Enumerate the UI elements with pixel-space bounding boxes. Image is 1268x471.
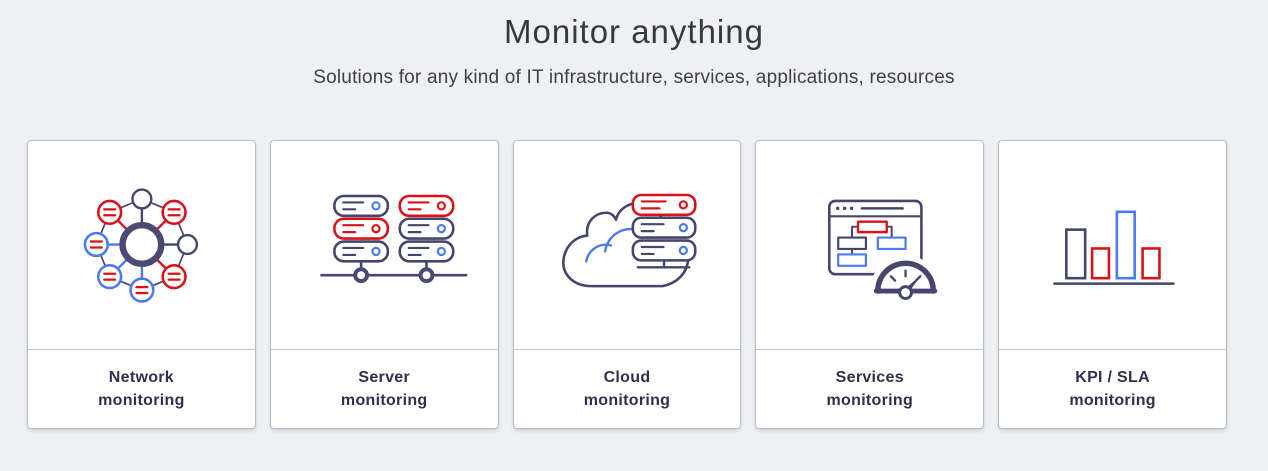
card-label: Services monitoring (756, 350, 983, 428)
card-label: Network monitoring (28, 350, 255, 428)
card-label-line2: monitoring (1069, 392, 1156, 409)
cloud-icon (561, 193, 697, 288)
bar-chart-icon (1053, 210, 1175, 285)
card-network-monitoring[interactable]: Network monitoring (27, 140, 256, 429)
card-label-line1: Server (358, 369, 410, 386)
card-label-line1: Cloud (603, 369, 651, 386)
card-label-line2: monitoring (583, 392, 671, 409)
card-icon-area (756, 141, 984, 350)
card-services-monitoring[interactable]: Services monitoring (755, 140, 985, 429)
card-kpi-sla-monitoring[interactable]: KPI / SLA monitoring (998, 140, 1227, 429)
page-subtitle: Solutions for any kind of IT infrastruct… (313, 67, 955, 88)
card-icon-area (270, 141, 498, 350)
card-label-line2: monitoring (340, 392, 428, 409)
card-label-line1: KPI / SLA (1075, 369, 1150, 386)
card-label-line1: Network (108, 369, 175, 386)
card-icon-area (28, 141, 255, 350)
network-icon (83, 188, 199, 303)
card-label-line2: monitoring (98, 392, 185, 409)
card-icon-area (513, 141, 741, 350)
solution-cards-row: Network monitoring (0, 140, 1268, 429)
page-header: Monitor anything Solutions for any kind … (0, 0, 1268, 91)
card-server-monitoring[interactable]: Server monitoring (269, 140, 499, 429)
card-label-line2: monitoring (826, 392, 914, 409)
services-icon (828, 199, 942, 327)
card-label: Cloud monitoring (514, 350, 741, 428)
card-cloud-monitoring[interactable]: Cloud monitoring (512, 140, 742, 429)
card-label: KPI / SLA monitoring (999, 350, 1226, 428)
card-icon-area (999, 141, 1226, 350)
card-label: Server monitoring (271, 350, 498, 428)
page-title: Monitor anything (504, 13, 764, 50)
server-icon (320, 194, 468, 284)
card-label-line1: Services (835, 369, 904, 386)
